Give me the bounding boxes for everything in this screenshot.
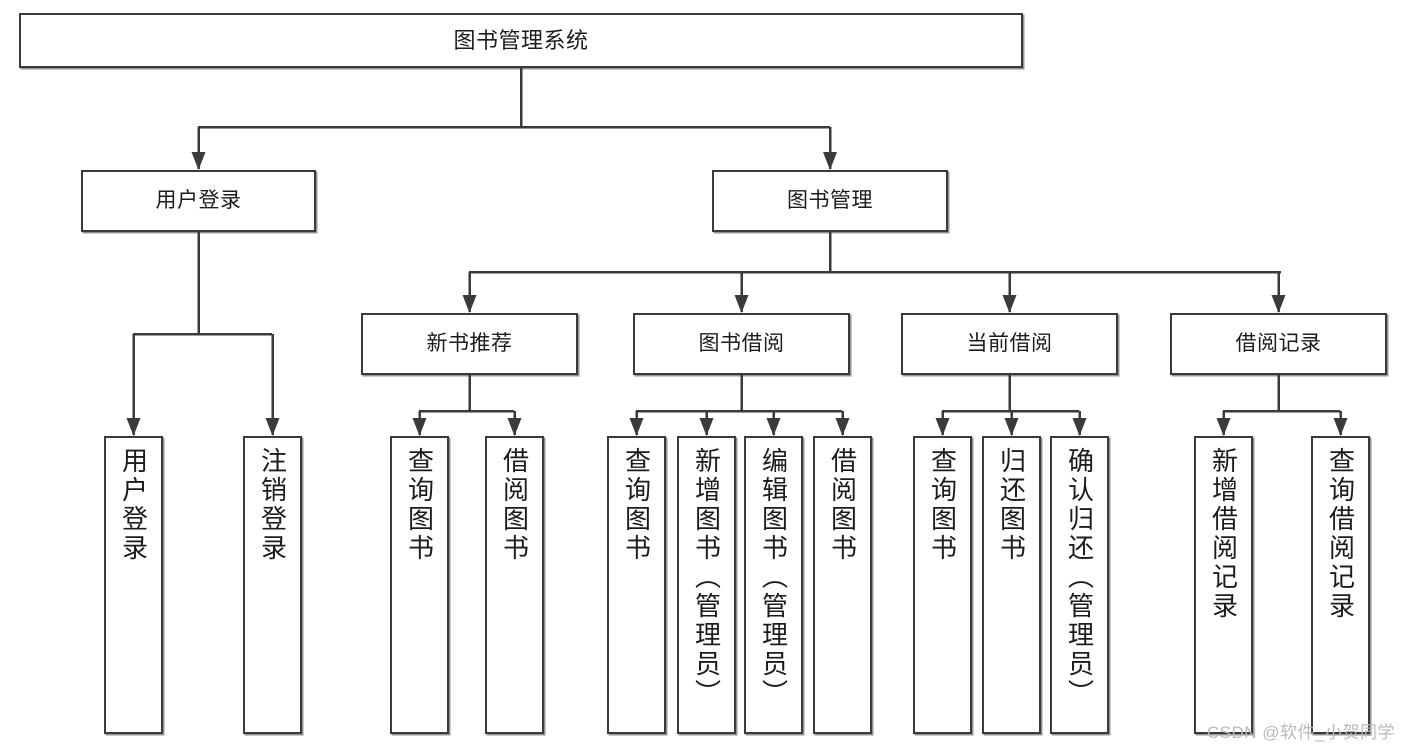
node-leaf-borrow-book[interactable]: 借阅图书 [813,436,872,734]
node-root[interactable]: 图书管理系统 [19,13,1023,68]
arrowhead-icon [462,295,477,313]
node-leaf-add-book[interactable]: 新增图书（管理员） [677,436,736,734]
node-label: 确认归还（管理员） [1064,447,1095,708]
arrowhead-icon [1333,418,1348,436]
node-leaf-query-borrow-record[interactable]: 查询借阅记录 [1311,436,1370,734]
node-leaf-user-logout[interactable]: 注销登录 [243,436,302,734]
arrowhead-icon [507,418,522,436]
arrowhead-icon [935,418,950,436]
arrowhead-icon [734,295,749,313]
node-label: 注销登录 [257,447,288,563]
node-label: 借阅记录 [1235,331,1322,355]
node-label: 用户登录 [155,188,242,212]
node-label: 图书管理系统 [453,27,589,53]
node-label: 归还图书 [996,447,1027,563]
node-label: 查询图书 [404,447,435,563]
node-new-book-recommend[interactable]: 新书推荐 [361,313,578,375]
node-label: 新增借阅记录 [1208,447,1239,621]
node-label: 当前借阅 [966,331,1053,355]
arrowhead-icon [191,152,206,170]
node-leaf-query-book-cur[interactable]: 查询图书 [913,436,972,734]
node-label: 查询图书 [927,447,958,563]
node-user-login[interactable]: 用户登录 [81,170,316,232]
node-leaf-user-login[interactable]: 用户登录 [104,436,163,734]
node-label: 查询图书 [621,447,652,563]
arrowhead-icon [629,418,644,436]
node-label: 新增图书（管理员） [691,447,722,708]
node-book-manage[interactable]: 图书管理 [712,170,948,232]
node-label: 图书管理 [787,188,873,212]
node-leaf-query-book-borrow[interactable]: 查询图书 [607,436,666,734]
arrowhead-icon [1072,418,1087,436]
arrowhead-icon [412,418,427,436]
node-leaf-edit-book[interactable]: 编辑图书（管理员） [744,436,803,734]
node-leaf-add-borrow-record[interactable]: 新增借阅记录 [1194,436,1253,734]
arrowhead-icon [1004,418,1019,436]
node-label: 编辑图书（管理员） [758,447,789,708]
arrowhead-icon [126,418,141,436]
arrowhead-icon [766,418,781,436]
arrowhead-icon [699,418,714,436]
node-leaf-return-book[interactable]: 归还图书 [982,436,1041,734]
node-current-borrow[interactable]: 当前借阅 [901,313,1118,375]
node-leaf-borrow-book-rec[interactable]: 借阅图书 [485,436,544,734]
node-book-borrow[interactable]: 图书借阅 [633,313,850,375]
node-label: 借阅图书 [827,447,858,563]
node-leaf-query-book-rec[interactable]: 查询图书 [390,436,449,734]
node-label: 图书借阅 [698,331,785,355]
node-leaf-confirm-return[interactable]: 确认归还（管理员） [1050,436,1109,734]
arrowhead-icon [1002,295,1017,313]
node-label: 用户登录 [118,447,149,563]
arrowhead-icon [823,152,837,170]
arrowhead-icon [1271,295,1286,313]
node-label: 借阅图书 [499,447,530,563]
node-label: 查询借阅记录 [1325,447,1356,621]
watermark-text: CSDN @软件_小贺同学 [1206,723,1395,742]
arrowhead-icon [1216,418,1231,436]
node-label: 新书推荐 [426,331,513,355]
arrowhead-icon [835,418,850,436]
node-borrow-record[interactable]: 借阅记录 [1170,313,1387,375]
arrowhead-icon [265,418,280,436]
